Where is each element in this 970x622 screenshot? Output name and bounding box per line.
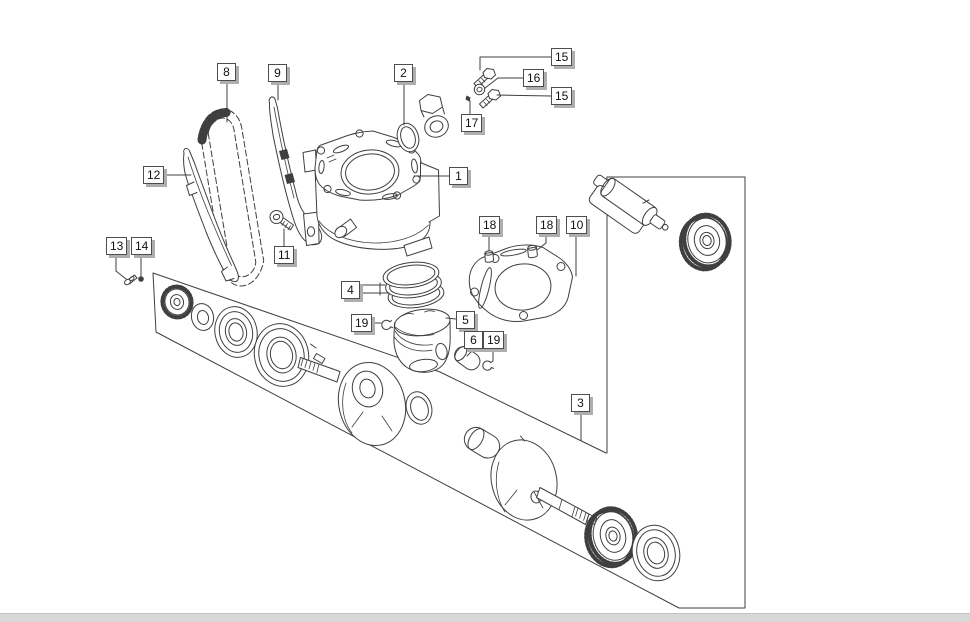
callout-label-16-4[interactable]: 16 — [523, 69, 545, 87]
piston-rings-drawing — [382, 261, 445, 309]
callout-label-18-10[interactable]: 18 — [536, 216, 558, 234]
callout-label-12-7[interactable]: 12 — [143, 166, 165, 184]
callout-label-5-17[interactable]: 5 — [456, 311, 475, 329]
leader-lines — [115, 56, 582, 441]
callout-label-1-8[interactable]: 1 — [449, 167, 468, 185]
cam-gear-drawing — [678, 212, 732, 272]
callout-label-10-11[interactable]: 10 — [566, 216, 588, 234]
leader-line-18 — [536, 233, 547, 251]
callout-label-18-9[interactable]: 18 — [479, 216, 501, 234]
enclosure-outlines — [152, 176, 746, 609]
callout-label-9-1[interactable]: 9 — [268, 64, 287, 82]
intake-stub-drawing — [419, 94, 449, 138]
dowel-pins-drawing — [484, 244, 538, 263]
leader-line-5 — [445, 317, 457, 320]
callout-label-15-5[interactable]: 15 — [551, 87, 573, 105]
ball-drawing — [138, 276, 144, 282]
callout-label-15-3[interactable]: 15 — [551, 48, 573, 66]
callout-label-3-20[interactable]: 3 — [571, 394, 590, 412]
leader-line-17 — [467, 98, 471, 115]
callout-label-2-2[interactable]: 2 — [394, 64, 413, 82]
leader-line-16 — [484, 77, 524, 89]
camshaft-drawing — [588, 174, 669, 234]
bottom-bar — [0, 613, 970, 622]
screw-drawing — [124, 274, 138, 286]
mount-bolts-drawing — [465, 68, 501, 109]
callout-label-19-16[interactable]: 19 — [351, 314, 373, 332]
leader-line-15 — [479, 56, 552, 71]
piston-drawing — [393, 308, 451, 373]
leader-line-15 — [496, 94, 552, 97]
cylinder-drawing — [302, 129, 440, 257]
callout-label-6-18[interactable]: 6 — [464, 331, 483, 349]
callout-label-13-12[interactable]: 13 — [106, 237, 128, 255]
circlips-drawing — [381, 319, 495, 371]
callout-label-19-19[interactable]: 19 — [483, 331, 505, 349]
head-gasket-drawing — [468, 244, 573, 322]
tensioner-blade-drawing — [183, 147, 239, 283]
callout-label-11-14[interactable]: 11 — [274, 246, 295, 264]
callout-label-17-6[interactable]: 17 — [461, 114, 483, 132]
chain-guide-drawing — [268, 96, 323, 246]
callout-label-14-13[interactable]: 14 — [131, 237, 153, 255]
crankshaft-assembly-drawing — [160, 284, 681, 582]
callout-label-8-0[interactable]: 8 — [217, 63, 236, 81]
callout-label-4-15[interactable]: 4 — [341, 281, 360, 299]
leader-line-13 — [115, 254, 127, 280]
leader-line-6 — [466, 348, 475, 357]
tensioner-bolt-drawing — [269, 210, 294, 231]
